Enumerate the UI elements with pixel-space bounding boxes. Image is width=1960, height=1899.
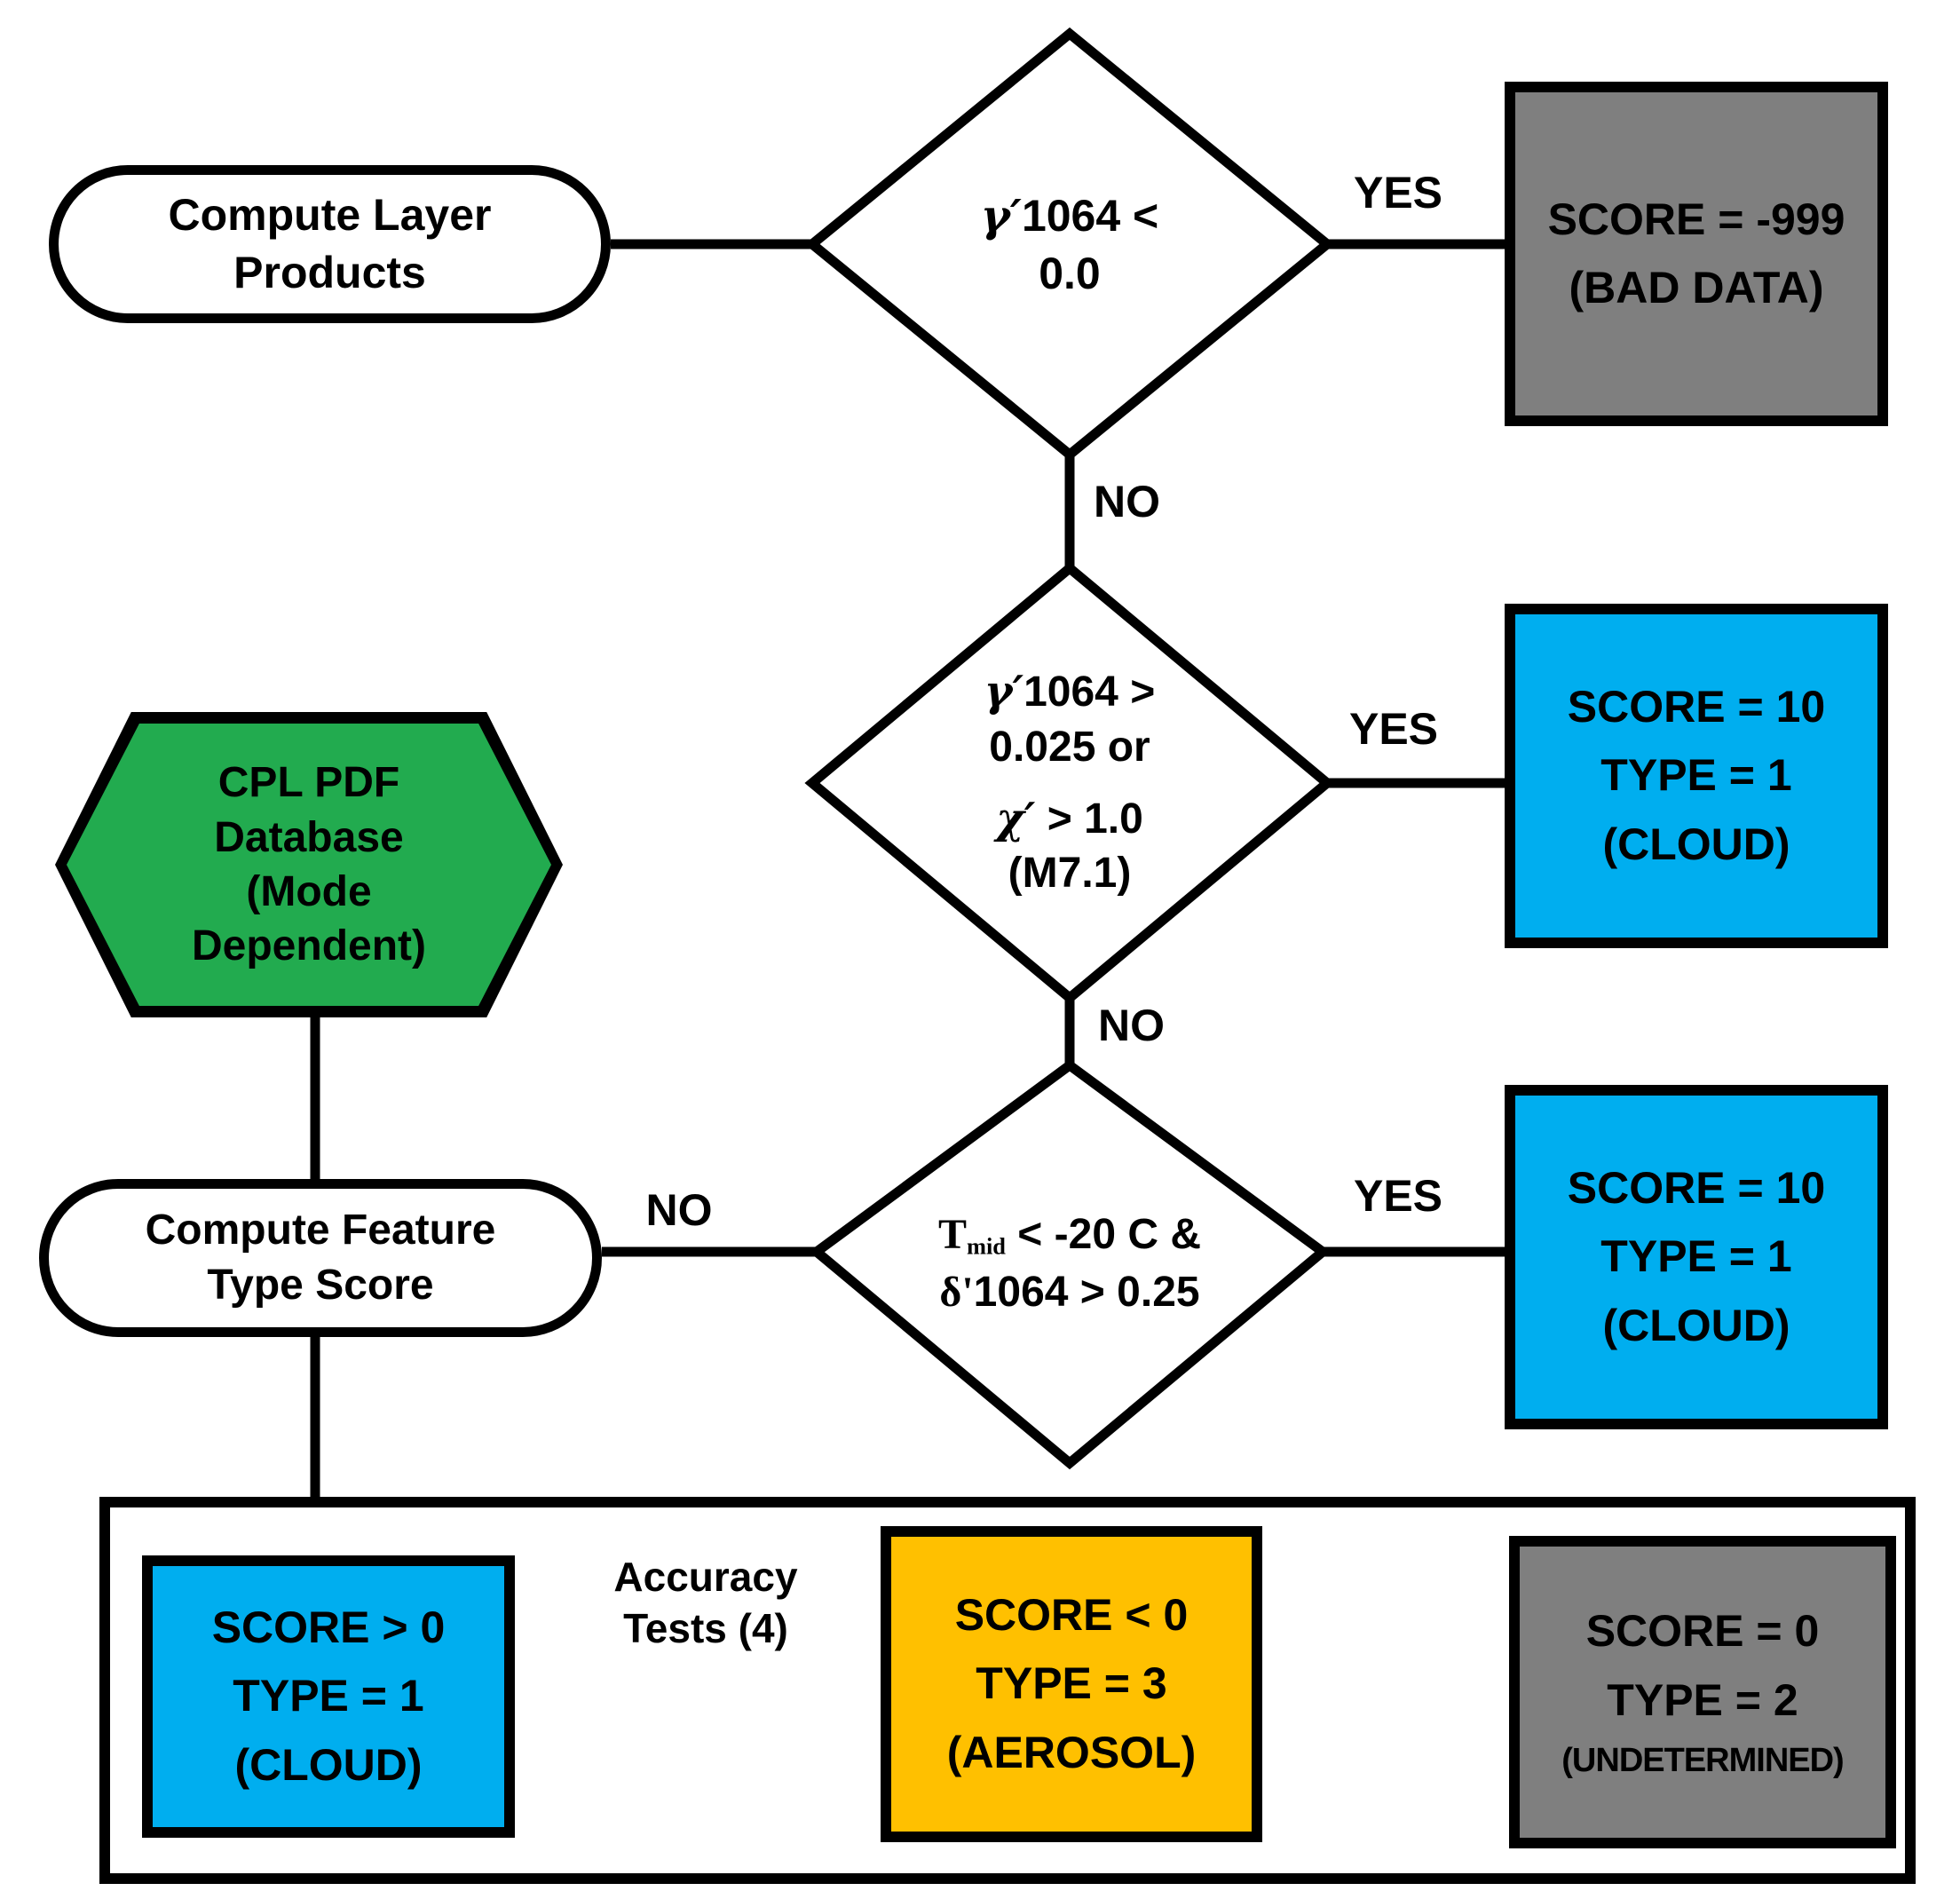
- gamma-prime-symbol: γ′: [980, 188, 1022, 241]
- temperature-subscript: mid: [966, 1232, 1006, 1260]
- decision3-condition2: δ'1064 > 0.25: [939, 1264, 1199, 1322]
- decision2-mode: (M7.1): [1008, 850, 1132, 898]
- cloud-mid-type: TYPE = 1: [1600, 1231, 1792, 1282]
- decision1-condition: γ′1064 <: [981, 186, 1159, 245]
- cloud-box-final: SCORE > 0 TYPE = 1 (CLOUD): [142, 1555, 515, 1838]
- aerosol-box: SCORE < 0 TYPE = 3 (AEROSOL): [881, 1526, 1262, 1842]
- database-hexagon-fill: CPL PDF Database (Mode Dependent): [67, 724, 551, 1006]
- cloud-top-label: (CLOUD): [1602, 819, 1790, 869]
- delta-prime-symbol: δ': [939, 1269, 974, 1316]
- database-hexagon: CPL PDF Database (Mode Dependent): [55, 712, 563, 1017]
- database-line4: Dependent): [192, 922, 426, 970]
- bad-data-box: SCORE = -999 (BAD DATA): [1505, 82, 1888, 426]
- cloud-top-type: TYPE = 1: [1600, 750, 1792, 801]
- decision1-text: γ′1064 < 0.0: [812, 34, 1327, 455]
- accuracy-line2: Tests (4): [623, 1604, 788, 1651]
- cloud-mid-label: (CLOUD): [1602, 1300, 1790, 1350]
- bad-data-label: (BAD DATA): [1569, 263, 1824, 313]
- decision3-cond2-text: 1064 > 0.25: [973, 1269, 1200, 1316]
- compute-feature-line2: Type Score: [207, 1262, 434, 1309]
- database-line1: CPL PDF: [217, 759, 400, 807]
- decision3-cond-text: < -20 C &: [1005, 1211, 1202, 1259]
- cloud-box-middle: SCORE = 10 TYPE = 1 (CLOUD): [1505, 1085, 1888, 1429]
- start-terminator: Compute Layer Products: [49, 165, 611, 323]
- decision2-text: γ′1064 > 0.025 or χ′ > 1.0 (M7.1): [812, 568, 1327, 998]
- accuracy-tests-label: Accuracy Tests (4): [568, 1552, 843, 1654]
- undetermined-score: SCORE = 0: [1585, 1606, 1820, 1657]
- decision2-no-label: NO: [1098, 1001, 1165, 1050]
- decision2-threshold: 0.025 or: [989, 723, 1150, 771]
- decision1-no-label: NO: [1094, 477, 1160, 526]
- decision2-condition2: χ′ > 1.0: [996, 792, 1143, 846]
- decision3-condition1: Tmid < -20 C &: [938, 1207, 1201, 1264]
- decision2-cond-text: 1064 >: [1023, 669, 1156, 716]
- cloud-final-label: (CLOUD): [234, 1739, 423, 1790]
- decision3-no-label: NO: [645, 1185, 713, 1235]
- accuracy-line1: Accuracy: [613, 1554, 798, 1600]
- decision3-text: Tmid < -20 C & δ'1064 > 0.25: [817, 1065, 1323, 1463]
- undetermined-box: SCORE = 0 TYPE = 2 (UNDETERMINED): [1509, 1536, 1896, 1848]
- chi-prime-symbol: χ′: [996, 794, 1036, 843]
- undetermined-label: (UNDETERMINED): [1561, 1742, 1844, 1780]
- start-label-line2: Products: [233, 248, 426, 297]
- decision2-yes-label: YES: [1348, 704, 1439, 754]
- aerosol-score: SCORE < 0: [954, 1589, 1189, 1640]
- decision1-yes-label: YES: [1353, 168, 1443, 218]
- decision2-condition1: γ′1064 >: [984, 665, 1156, 719]
- cloud-box-top: SCORE = 10 TYPE = 1 (CLOUD): [1505, 604, 1888, 948]
- start-label-line1: Compute Layer: [168, 190, 492, 240]
- cloud-top-score: SCORE = 10: [1567, 681, 1826, 732]
- compute-feature-terminator: Compute Feature Type Score: [39, 1179, 602, 1337]
- cloud-mid-score: SCORE = 10: [1567, 1162, 1826, 1213]
- temperature-symbol: T: [937, 1211, 967, 1259]
- database-line3: (Mode: [246, 868, 372, 915]
- cloud-final-score: SCORE > 0: [211, 1602, 446, 1652]
- undetermined-type: TYPE = 2: [1607, 1674, 1798, 1725]
- decision2-diamond: [804, 561, 1335, 1005]
- aerosol-type: TYPE = 3: [976, 1658, 1167, 1709]
- compute-feature-line1: Compute Feature: [145, 1206, 496, 1254]
- bad-data-score: SCORE = -999: [1547, 194, 1845, 244]
- aerosol-label: (AEROSOL): [946, 1727, 1197, 1777]
- decision1-diamond: [804, 27, 1335, 462]
- decision2-chi-cond-text: > 1.0: [1035, 795, 1143, 843]
- decision1-threshold: 0.0: [1039, 248, 1101, 298]
- cloud-final-type: TYPE = 1: [233, 1671, 424, 1721]
- gamma-prime-symbol: γ′: [984, 667, 1024, 717]
- decision3-diamond: [809, 1059, 1331, 1470]
- database-line2: Database: [214, 813, 404, 861]
- decision3-yes-label: YES: [1353, 1171, 1443, 1221]
- decision1-cond-text: 1064 <: [1021, 190, 1159, 241]
